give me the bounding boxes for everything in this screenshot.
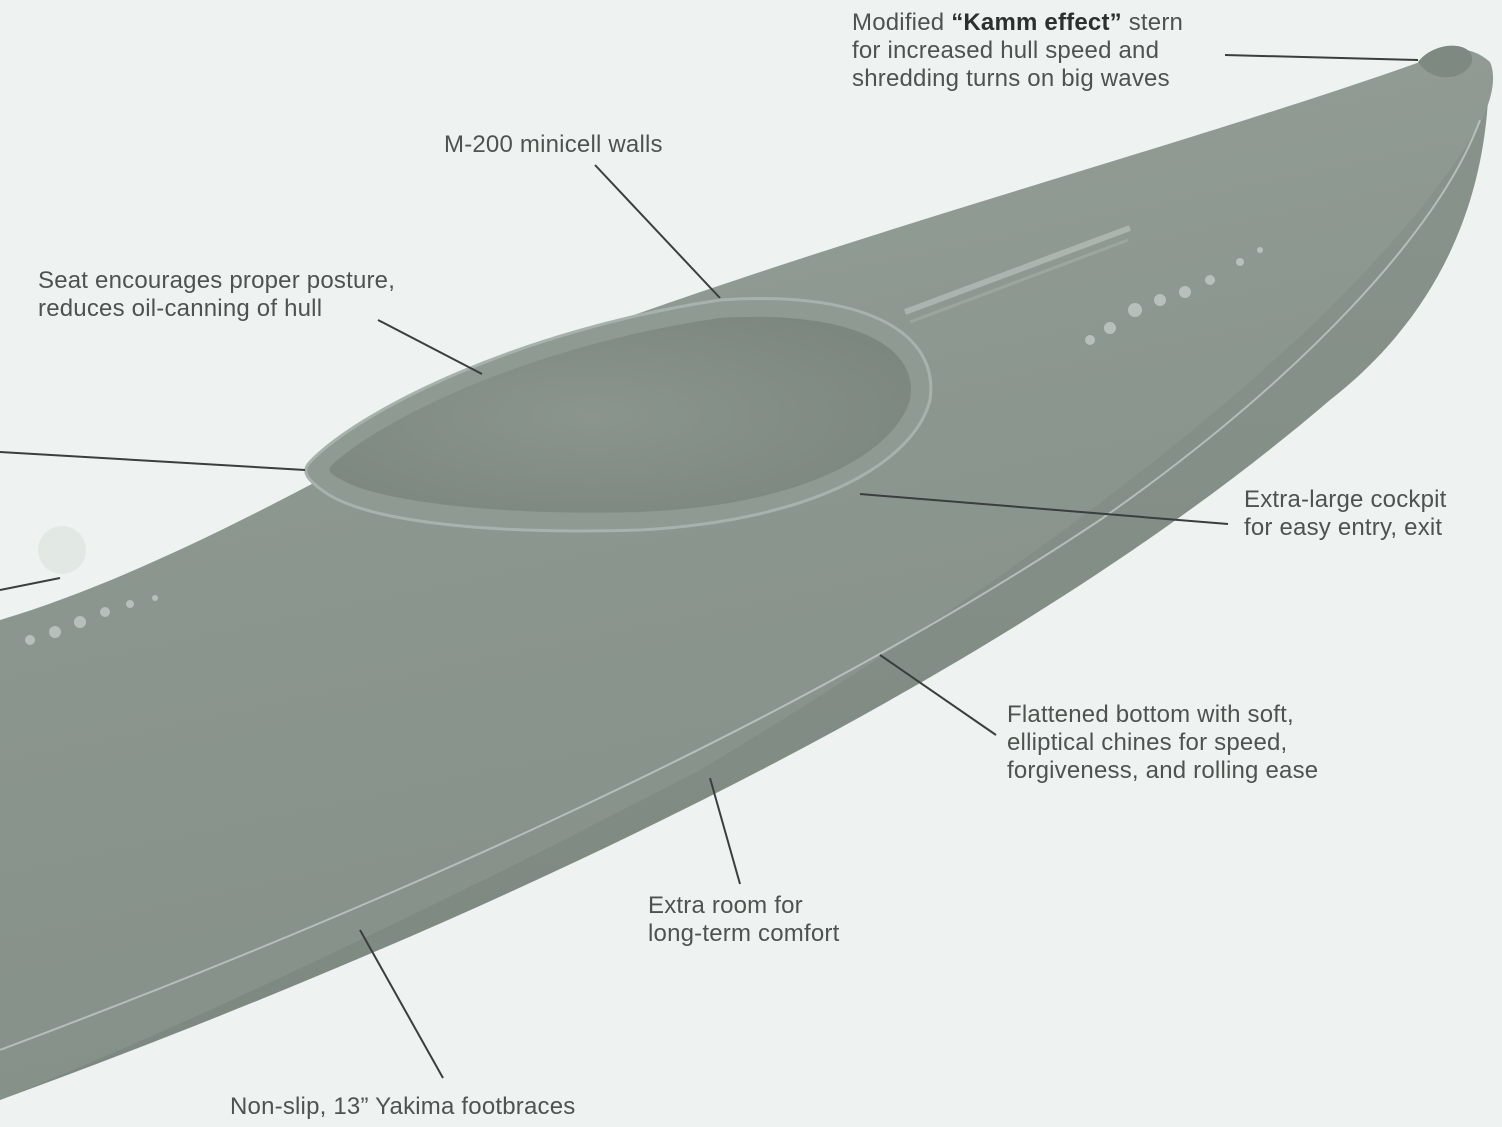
callout-footbraces-line1: Non-slip, 13” Yakima footbraces [230,1093,575,1121]
callout-bottom: Flattened bottom with soft, elliptical c… [1007,701,1318,785]
callout-stern: Modified “Kamm effect” stern for increas… [852,9,1183,93]
callout-bottom-line2: elliptical chines for speed, [1007,729,1318,757]
callout-seat-line2: reduces oil-canning of hull [38,295,395,323]
footbrace-button [38,526,86,574]
callout-room-line2: long-term comfort [648,920,839,948]
callout-bottom-line1: Flattened bottom with soft, [1007,701,1318,729]
callout-walls: M-200 minicell walls [444,131,663,159]
callout-seat-line1: Seat encourages proper posture, [38,267,395,295]
callout-walls-line1: M-200 minicell walls [444,131,663,159]
callout-stern-line2: for increased hull speed and [852,37,1183,65]
leader-line-footbraces [360,930,443,1078]
callout-room: Extra room for long-term comfort [648,892,839,948]
leader-line-stern [1225,55,1418,60]
leader-line-room [710,778,740,884]
callout-seat: Seat encourages proper posture, reduces … [38,267,395,323]
callout-cockpit-line2: for easy entry, exit [1244,514,1447,542]
leader-line-left-lower [0,578,60,590]
callout-bottom-line3: forgiveness, and rolling ease [1007,757,1318,785]
callout-stern-line3: shredding turns on big waves [852,65,1183,93]
leader-line-seat [378,320,482,374]
leader-line-left-upper [0,452,305,470]
callout-cockpit-line1: Extra-large cockpit [1244,486,1447,514]
callout-room-line1: Extra room for [648,892,839,920]
callout-stern-bold: “Kamm effect” [951,9,1122,36]
callout-stern-line1: Modified “Kamm effect” stern [852,9,1183,37]
leader-line-walls [595,165,720,298]
callout-footbraces: Non-slip, 13” Yakima footbraces [230,1093,575,1121]
callout-cockpit: Extra-large cockpit for easy entry, exit [1244,486,1447,542]
callout-stern-prefix: Modified [852,9,951,36]
callout-stern-suffix: stern [1122,9,1183,36]
